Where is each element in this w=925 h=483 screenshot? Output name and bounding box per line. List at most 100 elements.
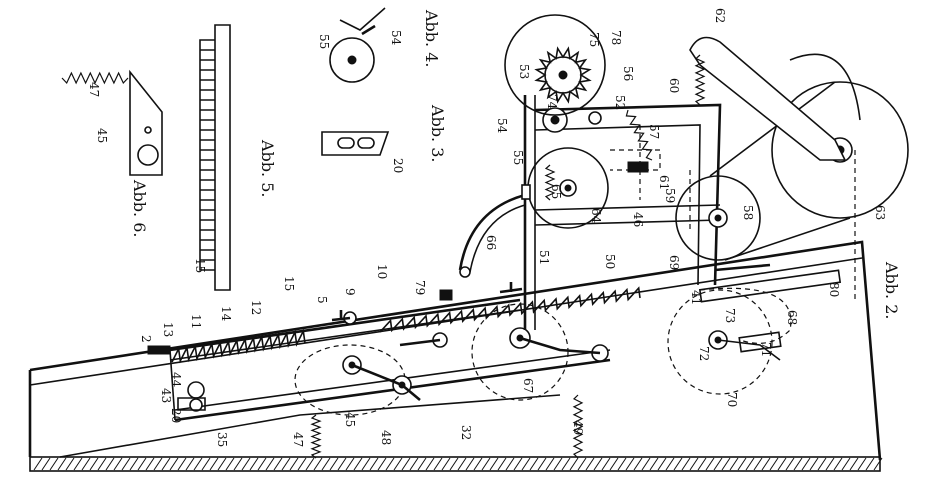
abb4-center — [347, 55, 357, 65]
spring-49 — [572, 394, 584, 459]
belt-upper — [709, 81, 836, 177]
label-2: 2 — [139, 335, 153, 343]
wheel-63 — [771, 81, 909, 219]
bar-50 — [534, 204, 721, 211]
label-65: 65 — [549, 184, 563, 199]
pivot-44 — [187, 381, 205, 399]
lever-71 — [717, 339, 781, 361]
abb5-rack — [199, 24, 231, 291]
label-11: 11 — [189, 314, 203, 329]
abb4-arm — [361, 24, 376, 36]
slot-71 — [738, 331, 782, 353]
label-12: 12 — [249, 300, 263, 315]
toothed-rack — [171, 328, 306, 364]
label-53: 53 — [517, 64, 531, 79]
label-20: 20 — [169, 408, 183, 423]
abb4-pawl — [339, 7, 386, 31]
label-10: 10 — [375, 264, 389, 279]
gear-hub — [544, 56, 582, 94]
title-abb5: Abb. 5. — [258, 139, 277, 197]
curved-lever-66 — [458, 193, 526, 271]
base-plate — [29, 456, 881, 472]
block-46 — [627, 161, 649, 173]
label-46: 46 — [631, 212, 645, 227]
label-35: 35 — [215, 432, 229, 447]
abb4-disc — [329, 37, 375, 83]
label-56: 56 — [621, 66, 635, 81]
abb3-label-20: 20 — [391, 158, 405, 173]
abb4-label-55: 55 — [317, 34, 331, 49]
abb3-slot-b — [357, 137, 375, 149]
lever-79 — [399, 338, 441, 347]
abb6-pin — [137, 144, 159, 166]
pivot-43 — [189, 398, 203, 412]
roller-53-center — [550, 115, 560, 125]
reference-numerals: 2 13 11 14 12 15 5 9 10 79 44 43 20 35 4… — [87, 8, 887, 447]
label-47: 47 — [291, 432, 305, 447]
figure-titles: Abb. 2. Abb. 3. Abb. 4. Abb. 5. Abb. 6. — [130, 9, 901, 319]
label-62: 62 — [713, 8, 727, 23]
label-45: 45 — [343, 412, 357, 427]
spring-52 — [625, 109, 653, 161]
curved-lever-66-inner — [469, 204, 526, 273]
spring-47 — [310, 414, 322, 459]
dashed-cam-68 — [699, 287, 792, 344]
label-70: 70 — [725, 392, 739, 407]
title-abb6: Abb. 6. — [130, 179, 149, 237]
label-13: 13 — [161, 322, 175, 337]
wheel-64-center — [564, 184, 572, 192]
frame-diagonal — [59, 394, 561, 458]
gear-hub-center — [558, 70, 568, 80]
belt-lower — [724, 217, 851, 261]
dashed-wheel-70 — [667, 289, 773, 395]
bar-41-top — [714, 263, 771, 272]
label-72: 72 — [697, 346, 711, 361]
label-69: 69 — [667, 255, 681, 270]
crank-arc — [789, 53, 861, 121]
label-61: 61 — [657, 175, 671, 190]
label-74: 74 — [545, 94, 559, 110]
spring-65 — [544, 164, 556, 201]
crank-lever-62 — [689, 36, 847, 161]
label-41: 41 — [689, 290, 703, 305]
label-15: 15 — [282, 276, 296, 291]
title-abb3: Abb. 3. — [428, 104, 447, 162]
slot-bar-41 — [698, 269, 842, 303]
label-50: 50 — [603, 254, 617, 269]
handle-2-grip — [147, 345, 171, 355]
label-14: 14 — [219, 306, 233, 322]
title-abb4: Abb. 4. — [422, 9, 441, 67]
bar-57 — [534, 219, 721, 226]
frame-inner-line — [29, 257, 863, 386]
label-75: 75 — [587, 32, 601, 47]
label-54: 54 — [495, 118, 509, 134]
abb4-label-54: 54 — [389, 30, 403, 46]
bracket-51 — [521, 184, 531, 200]
label-52: 52 — [613, 95, 627, 110]
label-66: 66 — [484, 235, 498, 250]
lower-rail — [174, 358, 611, 422]
label-67: 67 — [521, 378, 535, 393]
abb6-detail — [61, 69, 163, 176]
abb4-detail — [329, 7, 386, 83]
lever-45 — [351, 363, 421, 401]
label-78: 78 — [609, 30, 623, 45]
label-59: 59 — [663, 188, 677, 203]
dashed-wheel-67 — [471, 303, 569, 401]
knob-5 — [331, 310, 351, 322]
abb6-label-45: 45 — [95, 128, 109, 143]
arm-frame-inner — [534, 124, 701, 286]
slide-end-left — [169, 349, 176, 421]
label-55: 55 — [511, 150, 525, 165]
base-hatching — [33, 457, 883, 471]
toothed-rack-79 — [379, 286, 641, 333]
label-63: 63 — [873, 205, 887, 220]
abb6-label-47: 47 — [87, 82, 101, 97]
label-80: 80 — [827, 282, 841, 297]
label-5: 5 — [315, 296, 329, 304]
label-48: 48 — [379, 430, 393, 445]
frame-hypotenuse — [29, 240, 882, 461]
label-9: 9 — [343, 288, 357, 296]
wheel-58-center — [714, 214, 722, 222]
label-32: 32 — [459, 425, 473, 440]
